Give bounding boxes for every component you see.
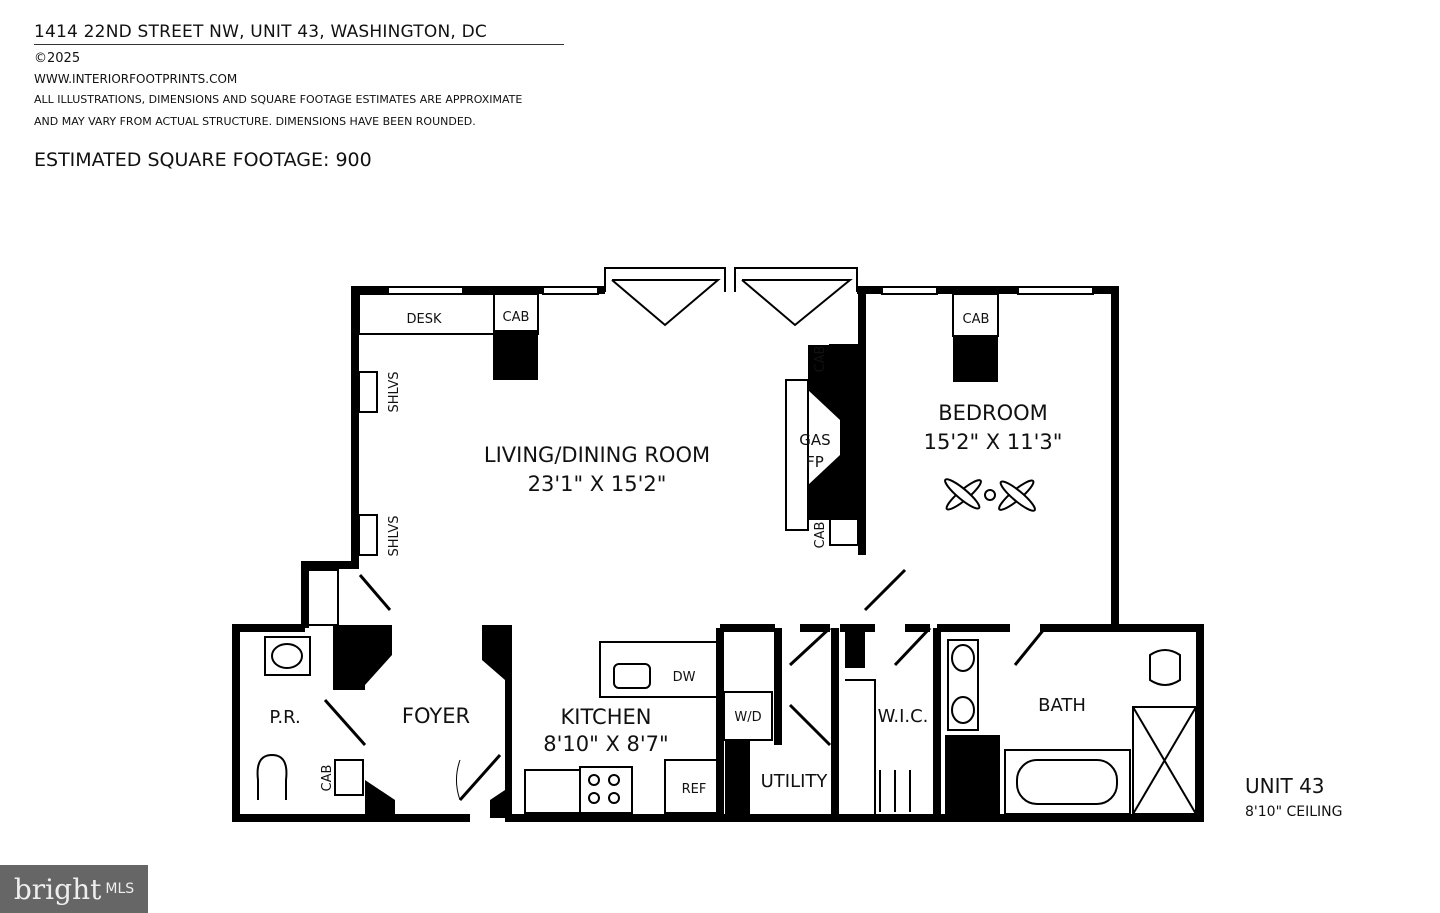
ceiling-fan-icon: [944, 478, 1036, 512]
bath-name: BATH: [1038, 695, 1086, 716]
wd-label: W/D: [734, 710, 761, 725]
logo-brand: bright: [13, 872, 102, 906]
bedroom-dimensions: 15'2" X 11'3": [924, 430, 1063, 454]
dw-label: DW: [673, 670, 696, 685]
kitchen-dimensions: 8'10" X 8'7": [543, 732, 668, 756]
disclaimer-line-1: ALL ILLUSTRATIONS, DIMENSIONS AND SQUARE…: [34, 93, 523, 106]
cab-label: CAB: [813, 522, 828, 549]
cab-label: CAB: [503, 310, 530, 325]
powder-room-name: P.R.: [269, 707, 300, 728]
desk-label: DESK: [406, 312, 441, 327]
fp-label: FP: [806, 453, 824, 471]
logo-suffix: MLS: [105, 881, 135, 897]
bright-mls-logo: bright MLS: [0, 865, 148, 913]
gas-label: GAS: [799, 431, 830, 449]
foyer-name: FOYER: [402, 704, 470, 728]
solid-wall-blocks: [333, 330, 1000, 818]
ceiling-height: 8'10" CEILING: [1245, 804, 1342, 820]
cab-label: CAB: [813, 346, 828, 373]
copyright: ©2025: [34, 51, 81, 66]
disclaimer-line-2: AND MAY VARY FROM ACTUAL STRUCTURE. DIME…: [34, 115, 476, 128]
square-footage: ESTIMATED SQUARE FOOTAGE: 900: [34, 149, 372, 171]
living-room-dimensions: 23'1" X 15'2": [528, 472, 667, 496]
shelves-label: SHLVS: [387, 372, 402, 413]
utility-name: UTILITY: [761, 771, 829, 792]
cab-label: CAB: [320, 765, 335, 792]
windows: [387, 267, 1094, 327]
doors: [323, 568, 1047, 801]
bedroom-name: BEDROOM: [938, 401, 1048, 425]
wic-name: W.I.C.: [878, 706, 929, 727]
ref-label: REF: [682, 782, 707, 797]
unit-name: UNIT 43: [1245, 774, 1325, 798]
shelves-label: SHLVS: [387, 516, 402, 557]
property-address: 1414 22ND STREET NW, UNIT 43, WASHINGTON…: [34, 22, 564, 45]
living-room-name: LIVING/DINING ROOM: [484, 443, 710, 467]
website: WWW.INTERIORFOOTPRINTS.COM: [34, 72, 238, 86]
fixtures: [256, 293, 1197, 815]
cab-label: CAB: [963, 312, 990, 327]
walls: [232, 286, 1204, 822]
kitchen-name: KITCHEN: [561, 705, 652, 729]
